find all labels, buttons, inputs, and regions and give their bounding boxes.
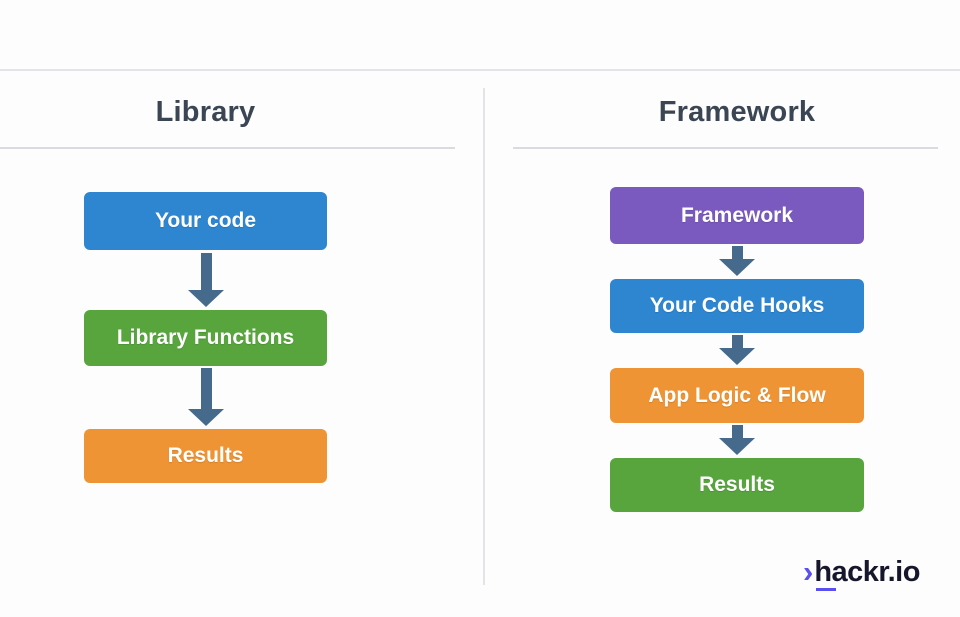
library-step-your-code: Your code bbox=[84, 192, 327, 250]
arrow-head bbox=[719, 348, 755, 365]
logo-accent-underline bbox=[816, 588, 836, 591]
arrow-head bbox=[719, 259, 755, 276]
framework-step-your-code-hooks: Your Code Hooks bbox=[610, 279, 864, 333]
down-arrow-icon bbox=[719, 425, 755, 455]
framework-step-results: Results bbox=[610, 458, 864, 512]
arrow-head bbox=[188, 409, 224, 426]
library-step-results: Results bbox=[84, 429, 327, 483]
framework-title-underline bbox=[513, 147, 938, 149]
chevron-right-icon: › bbox=[803, 554, 814, 589]
down-arrow-icon bbox=[719, 246, 755, 276]
arrow-stem bbox=[731, 246, 743, 259]
arrow-stem bbox=[731, 425, 743, 438]
arrow-head bbox=[719, 438, 755, 455]
down-arrow-icon bbox=[188, 253, 224, 307]
framework-step-framework: Framework bbox=[610, 187, 864, 244]
arrow-stem bbox=[200, 368, 212, 409]
library-step-library-functions: Library Functions bbox=[84, 310, 327, 366]
arrow-stem bbox=[200, 253, 212, 290]
arrow-stem bbox=[731, 335, 743, 348]
top-divider-line bbox=[0, 69, 960, 71]
library-title-underline bbox=[0, 147, 455, 149]
column-divider-line bbox=[483, 88, 485, 585]
down-arrow-icon bbox=[188, 368, 224, 426]
arrow-head bbox=[188, 290, 224, 307]
hackr-io-logo: › hackr.io bbox=[803, 555, 920, 595]
down-arrow-icon bbox=[719, 335, 755, 365]
logo-wordmark: hackr.io bbox=[814, 556, 920, 588]
framework-step-app-logic-flow: App Logic & Flow bbox=[610, 368, 864, 423]
framework-column-title: Framework bbox=[658, 96, 816, 128]
library-column-title: Library bbox=[155, 96, 256, 128]
